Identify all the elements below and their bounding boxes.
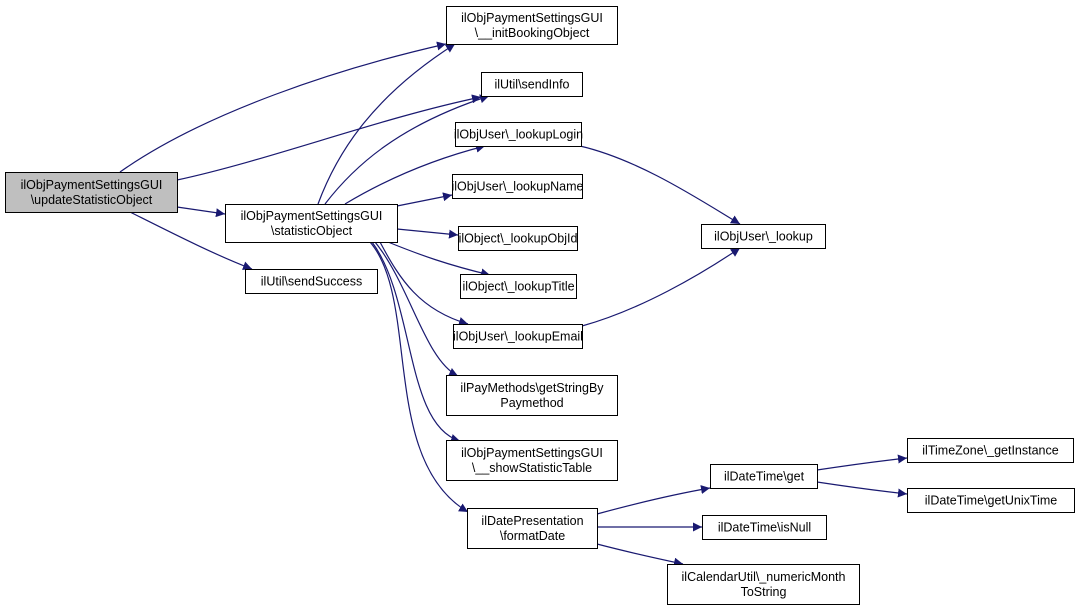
node-box	[467, 508, 598, 549]
node-formatDate[interactable]: ilDatePresentation\formatDate	[467, 508, 598, 549]
edge-lookupLogin-to-lookup	[579, 145, 741, 225]
node-label: ilDateTime\isNull	[718, 521, 811, 535]
edge-statistic-to-showStat	[371, 241, 461, 443]
node-label: ilObjPaymentSettingsGUI	[461, 446, 603, 460]
node-lookup[interactable]: ilObjUser\_lookup	[701, 224, 826, 249]
nodes-layer: ilObjPaymentSettingsGUI\updateStatisticO…	[5, 6, 1075, 605]
node-label: ilObjPaymentSettingsGUI	[461, 11, 603, 25]
node-box	[460, 274, 577, 299]
node-label: ilObjUser\_lookupName	[451, 180, 583, 194]
edge-dtGet-to-dtUnix	[816, 481, 908, 498]
node-box	[455, 122, 582, 147]
node-label: ilObject\_lookupTitle	[462, 280, 574, 294]
node-label: ToString	[741, 585, 787, 599]
node-box	[702, 515, 827, 540]
edge-statistic-to-sendInfo	[324, 94, 490, 205]
edge-formatDate-to-dtGet	[596, 485, 711, 515]
node-sendSuccess[interactable]: ilUtil\sendSuccess	[245, 269, 378, 294]
edge-update-to-statistic	[176, 206, 226, 218]
edge-statistic-to-lookupLogin	[344, 143, 486, 205]
node-dtUnix[interactable]: ilDateTime\getUnixTime	[907, 488, 1075, 513]
node-update[interactable]: ilObjPaymentSettingsGUI\updateStatisticO…	[5, 172, 178, 213]
node-dtGet[interactable]: ilDateTime\get	[710, 464, 818, 489]
node-box	[701, 224, 826, 249]
node-box	[446, 375, 618, 416]
node-sendInfo[interactable]: ilUtil\sendInfo	[481, 72, 583, 97]
node-label: \statisticObject	[271, 224, 353, 238]
node-lookupName[interactable]: ilObjUser\_lookupName	[451, 174, 584, 199]
node-box	[446, 6, 618, 45]
edge-dtGet-to-tzGet	[816, 454, 908, 471]
node-box	[5, 172, 178, 213]
node-box	[458, 226, 578, 251]
node-label: ilObjUser\_lookupLogin	[454, 128, 583, 142]
node-lookupEmail[interactable]: ilObjUser\_lookupEmail	[453, 324, 583, 349]
node-box	[245, 269, 378, 294]
node-label: ilCalendarUtil\_numericMonth	[682, 570, 846, 584]
node-label: ilObjPaymentSettingsGUI	[21, 178, 163, 192]
edge-statistic-to-lookupEmail	[379, 241, 469, 326]
node-statistic[interactable]: ilObjPaymentSettingsGUI\statisticObject	[225, 204, 398, 243]
edge-update-to-sendSuccess	[129, 211, 253, 271]
node-label: ilPayMethods\getStringBy	[460, 381, 604, 395]
edge-update-to-init	[119, 41, 447, 173]
node-box	[710, 464, 818, 489]
node-box	[667, 564, 860, 605]
node-tzGet[interactable]: ilTimeZone\_getInstance	[907, 438, 1074, 463]
node-label: ilObject\_lookupObjId	[459, 232, 578, 246]
edges-layer	[119, 41, 908, 567]
node-label: \updateStatisticObject	[31, 193, 153, 207]
node-label: ilObjUser\_lookup	[714, 230, 813, 244]
node-label: ilObjPaymentSettingsGUI	[241, 209, 383, 223]
edge-statistic-to-lookupObjId	[396, 228, 459, 239]
node-showStat[interactable]: ilObjPaymentSettingsGUI\__showStatisticT…	[446, 440, 618, 481]
node-label: \__initBookingObject	[475, 26, 590, 40]
node-label: ilDatePresentation	[481, 514, 583, 528]
edge-statistic-to-init	[317, 43, 456, 205]
node-init[interactable]: ilObjPaymentSettingsGUI\__initBookingObj…	[446, 6, 618, 45]
edge-formatDate-to-calUtil	[596, 543, 684, 567]
edge-update-to-sendInfo	[176, 94, 482, 181]
node-label: ilDateTime\get	[724, 470, 805, 484]
node-dtIsNull[interactable]: ilDateTime\isNull	[702, 515, 827, 540]
edge-statistic-to-formatDate	[369, 241, 469, 513]
node-label: ilUtil\sendSuccess	[261, 275, 362, 289]
edge-statistic-to-lookupTitle	[387, 241, 491, 278]
node-box	[225, 204, 398, 243]
edge-lookupEmail-to-lookup	[581, 247, 741, 327]
node-label: ilDateTime\getUnixTime	[925, 494, 1057, 508]
node-lookupLogin[interactable]: ilObjUser\_lookupLogin	[454, 122, 583, 147]
edge-statistic-to-lookupName	[396, 192, 453, 207]
node-label: \formatDate	[500, 529, 565, 543]
node-label: ilUtil\sendInfo	[494, 78, 569, 92]
node-box	[452, 174, 583, 199]
node-box	[907, 488, 1075, 513]
node-box	[446, 440, 618, 481]
node-label: Paymethod	[500, 396, 563, 410]
edge-statistic-to-payMethods	[374, 241, 459, 377]
node-box	[481, 72, 583, 97]
node-label: ilObjUser\_lookupEmail	[453, 330, 583, 344]
node-box	[453, 324, 583, 349]
node-label: \__showStatisticTable	[472, 461, 592, 475]
node-lookupObjId[interactable]: ilObject\_lookupObjId	[458, 226, 578, 251]
node-lookupTitle[interactable]: ilObject\_lookupTitle	[460, 274, 577, 299]
node-label: ilTimeZone\_getInstance	[922, 444, 1058, 458]
node-box	[907, 438, 1074, 463]
